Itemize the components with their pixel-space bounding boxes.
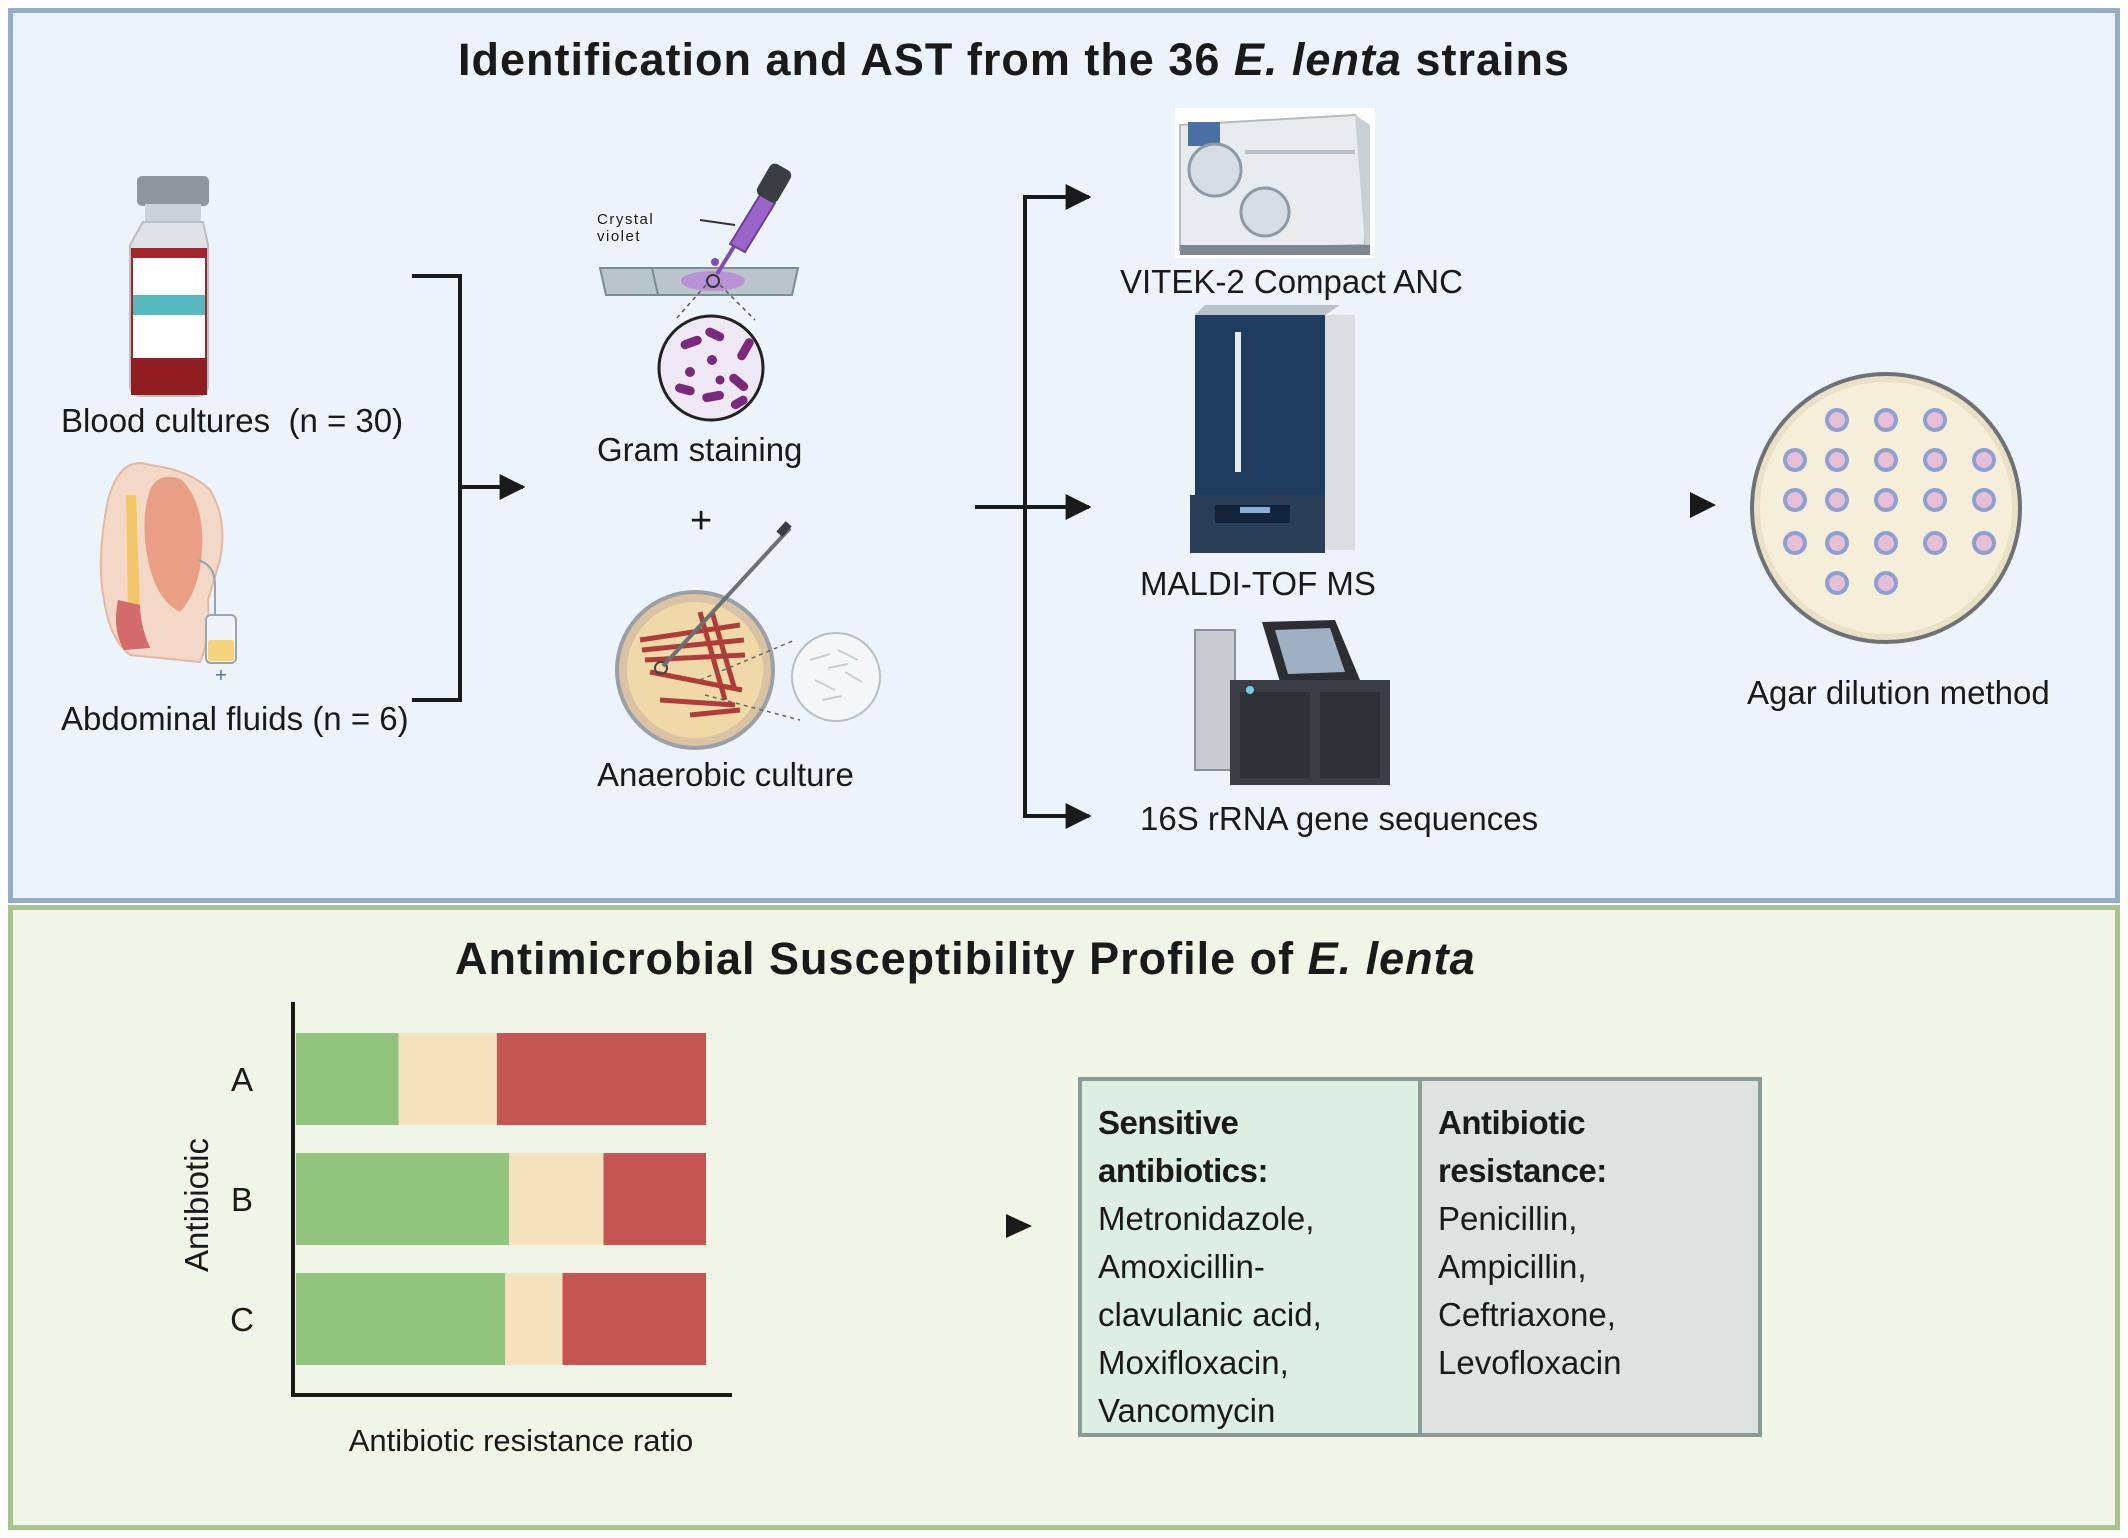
bar-a-resistant xyxy=(496,1033,706,1125)
gram-staining-label: Gram staining xyxy=(597,431,803,468)
sensitive-antibiotics-box: Sensitive antibiotics: Metronidazole, Am… xyxy=(1078,1077,1422,1437)
bar-c-sensitive xyxy=(296,1273,506,1365)
svg-text:+: + xyxy=(214,665,227,684)
arrow-to-agar-head xyxy=(1690,492,1716,518)
bar-a-intermediate xyxy=(398,1033,497,1125)
y-tick-label: A xyxy=(231,1061,253,1098)
sequencer-instrument-icon xyxy=(1194,620,1390,785)
resistance-item: Levofloxacin xyxy=(1438,1344,1622,1381)
ticks-layer: A B C xyxy=(230,1061,254,1338)
abdominal-anatomy-icon: + xyxy=(99,462,237,684)
bar-a-sensitive xyxy=(296,1033,399,1125)
sensitive-item: clavulanic acid, xyxy=(1098,1296,1322,1333)
anaerobic-culture-label: Anaerobic culture xyxy=(597,756,854,793)
bars-layer xyxy=(296,1033,706,1365)
bar-b-intermediate xyxy=(509,1153,604,1245)
bar-c-resistant xyxy=(562,1273,706,1365)
blood-cultures-label: Blood cultures (n = 30) xyxy=(61,402,404,439)
sequencing-label: 16S rRNA gene sequences xyxy=(1140,800,1539,837)
agar-dilution-label: Agar dilution method xyxy=(1747,674,2050,711)
sensitive-header: Sensitive antibiotics: xyxy=(1098,1104,1269,1189)
blood-culture-bottle-icon xyxy=(129,176,209,397)
maldi-tof-instrument-icon xyxy=(1190,305,1355,553)
sensitive-item: Metronidazole, xyxy=(1098,1200,1315,1237)
bar-c-intermediate xyxy=(505,1273,563,1365)
vitek-label: VITEK-2 Compact ANC xyxy=(1120,263,1463,300)
agar-dilution-plate-icon xyxy=(1750,372,2022,644)
bar-b-resistant xyxy=(603,1153,706,1245)
samples-bracket xyxy=(412,274,526,702)
gram-stain-slide-icon xyxy=(598,163,800,422)
antibiotic-resistance-box: Antibiotic resistance: Penicillin, Ampic… xyxy=(1418,1077,1762,1437)
resistance-item: Ceftriaxone, xyxy=(1438,1296,1616,1333)
culture-plate-icon xyxy=(615,521,881,750)
vitek-instrument-icon xyxy=(1175,108,1375,258)
bar-b-sensitive xyxy=(296,1153,510,1245)
susceptibility-title: Antimicrobial Susceptibility Profile of … xyxy=(455,933,1476,984)
y-axis-label: Antibiotic xyxy=(178,1138,215,1272)
sensitive-item: Vancomycin xyxy=(1098,1392,1276,1429)
y-tick-label: C xyxy=(230,1301,254,1338)
plus-sign: + xyxy=(690,500,713,542)
y-tick-label: B xyxy=(231,1181,253,1218)
resistance-item: Ampicillin, xyxy=(1438,1248,1587,1285)
arrow-to-results-head xyxy=(1006,1214,1032,1238)
sensitive-item: Moxifloxacin, xyxy=(1098,1344,1289,1381)
identification-title: Identification and AST from the 36 E. le… xyxy=(458,34,1571,85)
resistance-header: Antibiotic resistance: xyxy=(1438,1104,1607,1189)
x-axis-label: Antibiotic resistance ratio xyxy=(349,1423,694,1458)
resistance-item: Penicillin, xyxy=(1438,1200,1578,1237)
abdominal-fluids-label: Abdominal fluids (n = 6) xyxy=(61,700,409,737)
sensitive-item: Amoxicillin- xyxy=(1098,1248,1265,1285)
method-branch-arrows xyxy=(975,184,1092,829)
maldi-tof-label: MALDI-TOF MS xyxy=(1140,565,1376,602)
